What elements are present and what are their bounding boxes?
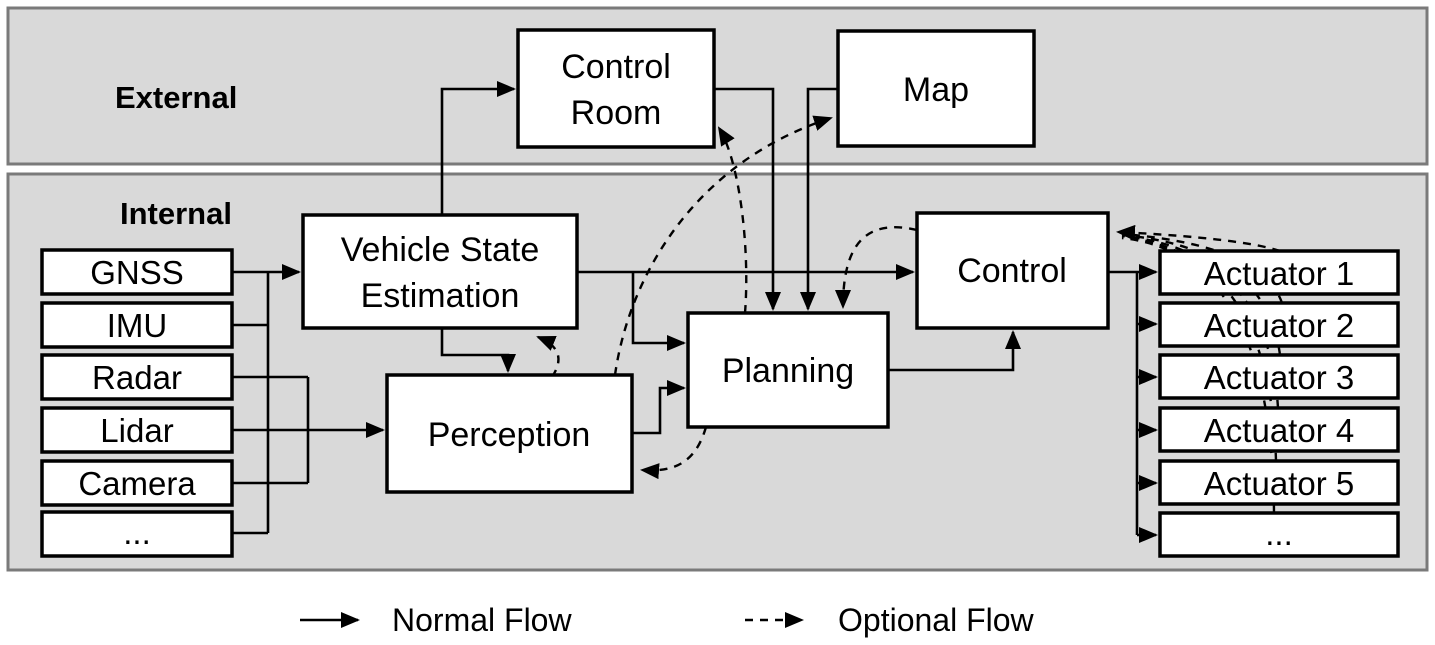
gnss-box bbox=[40, 248, 234, 296]
actuator-dots-box bbox=[1158, 511, 1400, 558]
node-vehicle-state-estimation: Vehicle State Estimation bbox=[301, 213, 579, 330]
control-room-box bbox=[516, 28, 716, 149]
sensor-dots-label: ... bbox=[123, 514, 151, 551]
flow-planning-to-control bbox=[888, 330, 1021, 372]
node-planning: Planning bbox=[686, 311, 890, 429]
actuator-1-box bbox=[1158, 249, 1400, 296]
lidar-label: Lidar bbox=[100, 412, 173, 449]
gnss-label: GNSS bbox=[90, 254, 184, 291]
lidar-box bbox=[40, 406, 234, 454]
sensor-others: ... bbox=[40, 510, 234, 558]
sensor-imu: IMU bbox=[40, 301, 234, 349]
control-room-label-line2: Room bbox=[571, 94, 662, 132]
perception-box bbox=[385, 373, 634, 494]
actuator-1-label: Actuator 1 bbox=[1204, 255, 1354, 292]
legend-normal-label: Normal Flow bbox=[392, 602, 572, 638]
actuator-4-label: Actuator 4 bbox=[1204, 412, 1354, 449]
optional-flow-perception-to-vse bbox=[536, 335, 560, 378]
sensor-gnss: GNSS bbox=[40, 248, 234, 296]
planning-box bbox=[686, 311, 890, 429]
sensor-radar: Radar bbox=[40, 353, 234, 401]
perception-label: Perception bbox=[428, 416, 591, 454]
actuator-4-box bbox=[1158, 406, 1400, 453]
actuator-3-box bbox=[1158, 353, 1400, 400]
actuator-5-label: Actuator 5 bbox=[1204, 465, 1354, 502]
camera-box bbox=[40, 459, 234, 507]
vse-label-line1: Vehicle State bbox=[341, 231, 539, 269]
node-perception: Perception bbox=[385, 373, 634, 494]
flow-map-to-planning bbox=[800, 87, 838, 311]
actuator-3: Actuator 3 bbox=[1158, 353, 1400, 400]
actuator-1: Actuator 1 bbox=[1158, 249, 1400, 296]
flow-perception-to-planning bbox=[632, 380, 686, 435]
actuator-5: Actuator 5 bbox=[1158, 459, 1400, 506]
optional-flow-control-to-planning bbox=[835, 226, 918, 309]
legend-optional-label: Optional Flow bbox=[838, 602, 1035, 638]
sensor-lidar: Lidar bbox=[40, 406, 234, 454]
planning-label: Planning bbox=[722, 352, 854, 390]
flow-vse-to-perception bbox=[440, 328, 516, 373]
internal-region-label: Internal bbox=[120, 196, 232, 231]
imu-box bbox=[40, 301, 234, 349]
control-label: Control bbox=[957, 252, 1067, 290]
map-box bbox=[836, 29, 1036, 148]
actuator-others: ... bbox=[1158, 511, 1400, 558]
actuator-4: Actuator 4 bbox=[1158, 406, 1400, 453]
optional-flow-planning-to-control-room bbox=[717, 126, 748, 314]
vse-label-line2: Estimation bbox=[361, 277, 520, 315]
optional-flow-actuator-2-to-control bbox=[1121, 232, 1284, 304]
imu-label: IMU bbox=[107, 307, 168, 344]
control-room-label-line1: Control bbox=[561, 48, 671, 86]
node-control-room: Control Room bbox=[516, 28, 716, 149]
optional-flow-actuator-3-to-control bbox=[1121, 233, 1282, 356]
control-box bbox=[915, 211, 1110, 330]
optional-flow-perception-to-map bbox=[613, 115, 833, 376]
external-region bbox=[6, 6, 1429, 166]
node-control: Control bbox=[915, 211, 1110, 330]
radar-label: Radar bbox=[92, 359, 182, 396]
radar-box bbox=[40, 353, 234, 401]
optional-flow-planning-to-perception bbox=[640, 426, 708, 480]
sensor-camera: Camera bbox=[40, 459, 234, 507]
node-map: Map bbox=[836, 29, 1036, 148]
external-region-label: External bbox=[115, 80, 237, 115]
actuator-3-label: Actuator 3 bbox=[1204, 359, 1354, 396]
optional-flow-actuator-1-to-control bbox=[1116, 224, 1281, 253]
camera-label: Camera bbox=[78, 465, 196, 502]
actuator-2-label: Actuator 2 bbox=[1204, 307, 1354, 344]
vse-box bbox=[301, 213, 579, 330]
actuator-2: Actuator 2 bbox=[1158, 301, 1400, 348]
flow-vse-to-planning bbox=[631, 272, 686, 351]
flow-vse-to-control-room bbox=[440, 81, 516, 215]
actuator-5-box bbox=[1158, 459, 1400, 506]
flow-control-room-to-planning bbox=[714, 87, 781, 311]
legend: Normal Flow Optional Flow bbox=[300, 602, 1035, 638]
actuator-dots-label: ... bbox=[1265, 515, 1293, 552]
map-label: Map bbox=[903, 71, 969, 109]
sensor-dots-box bbox=[40, 510, 234, 558]
actuator-2-box bbox=[1158, 301, 1400, 348]
